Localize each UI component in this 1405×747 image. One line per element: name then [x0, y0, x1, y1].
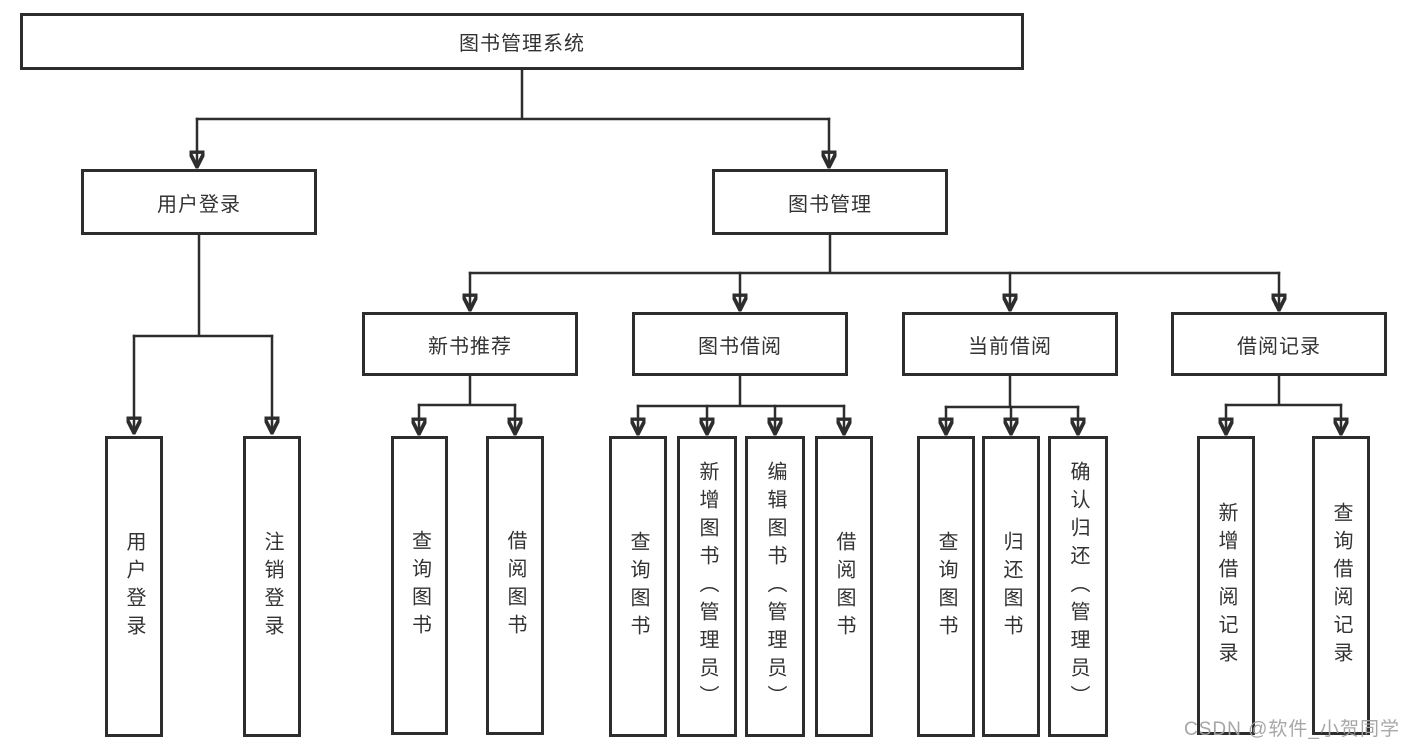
leaf-edit-book-admin: 编辑图书（管理员）	[745, 436, 805, 737]
leaf-borrow-books: 借阅图书	[815, 436, 873, 737]
connector-trunks	[132, 68, 1343, 409]
node-book-borrow: 图书借阅	[632, 312, 848, 376]
leaf-borrow-books-recommend-label: 借阅图书	[504, 529, 526, 642]
watermark: CSDN @软件_小贺同学	[1184, 719, 1400, 740]
leaf-query-books-borrow: 查询图书	[609, 436, 667, 737]
leaf-add-book-admin-label: 新增图书（管理员）	[696, 460, 718, 713]
leaf-add-book-admin: 新增图书（管理员）	[677, 436, 737, 737]
node-current-borrow: 当前借阅	[902, 312, 1118, 376]
leaf-return-book-label: 归还图书	[1000, 530, 1022, 643]
leaf-query-books-recommend-label: 查询图书	[408, 529, 431, 642]
leaf-user-login: 用户登录	[105, 436, 163, 737]
leaf-user-login-label: 用户登录	[123, 530, 145, 643]
node-book-management-label: 图书管理	[788, 193, 872, 216]
node-new-book-recommend: 新书推荐	[362, 312, 578, 376]
node-borrow-records-label: 借阅记录	[1237, 335, 1321, 358]
leaf-logout: 注销登录	[243, 436, 301, 737]
node-root-label: 图书管理系统	[459, 33, 585, 55]
node-root: 图书管理系统	[20, 13, 1024, 70]
node-book-management: 图书管理	[712, 169, 948, 235]
leaf-confirm-return-admin: 确认归还（管理员）	[1048, 436, 1108, 737]
node-borrow-records: 借阅记录	[1171, 312, 1387, 376]
node-current-borrow-label: 当前借阅	[968, 335, 1052, 358]
leaf-borrow-books-label: 借阅图书	[833, 530, 855, 643]
leaf-query-books-borrow-label: 查询图书	[627, 530, 649, 643]
leaf-query-books-current-label: 查询图书	[935, 530, 957, 643]
node-user-login-label: 用户登录	[157, 193, 241, 216]
node-user-login: 用户登录	[81, 169, 317, 235]
leaf-query-borrow-record-label: 查询借阅记录	[1330, 501, 1352, 670]
leaf-edit-book-admin-label: 编辑图书（管理员）	[764, 460, 786, 713]
leaf-query-borrow-record: 查询借阅记录	[1312, 436, 1370, 735]
leaf-logout-label: 注销登录	[261, 530, 283, 643]
leaf-add-borrow-record: 新增借阅记录	[1197, 436, 1255, 735]
leaf-confirm-return-admin-label: 确认归还（管理员）	[1067, 460, 1089, 713]
leaf-return-book: 归还图书	[982, 436, 1040, 737]
node-book-borrow-label: 图书借阅	[698, 335, 782, 358]
leaf-add-borrow-record-label: 新增借阅记录	[1215, 501, 1237, 670]
leaf-query-books-current: 查询图书	[917, 436, 975, 737]
leaf-borrow-books-recommend: 借阅图书	[486, 436, 544, 735]
leaf-query-books-recommend: 查询图书	[391, 436, 448, 735]
node-new-book-recommend-label: 新书推荐	[428, 335, 512, 358]
